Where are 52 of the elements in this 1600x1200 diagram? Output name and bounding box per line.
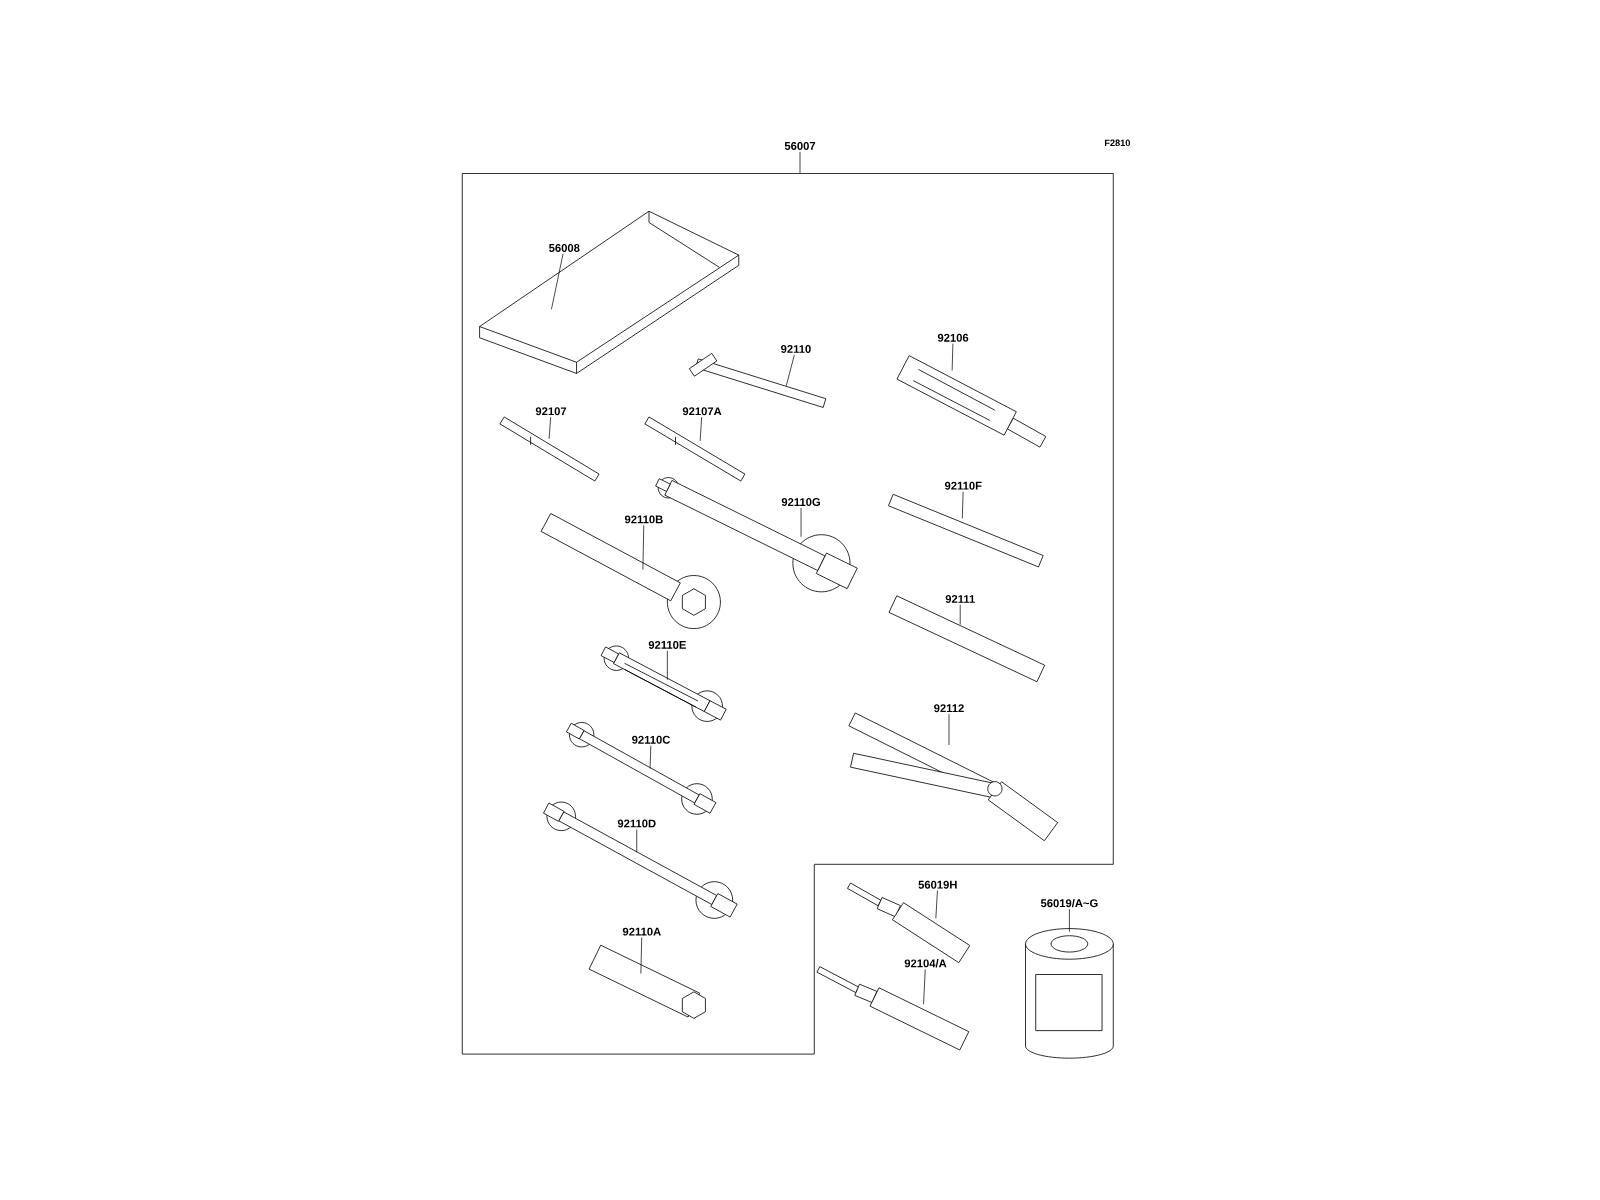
leader-line: [642, 524, 645, 570]
hex-key-drawing: [688, 352, 827, 408]
oil-can-drawing: [1025, 928, 1114, 1059]
leader-line: [699, 416, 703, 442]
callout-number: 92104/A: [904, 959, 947, 968]
socket-drawing: [588, 944, 706, 1019]
frame-outline: [461, 173, 1114, 1055]
leader-line: [649, 745, 652, 769]
callout-number: 92106: [937, 333, 969, 342]
sealant-tube-drawing: [816, 966, 970, 1051]
screwdriver-bit-drawing: [644, 416, 746, 482]
leader-line: [1069, 908, 1070, 933]
callout-number: 56019/A~G: [1040, 898, 1098, 908]
leader-line: [785, 354, 795, 387]
callout-number: 56019H: [918, 880, 957, 889]
callout-number: 92112: [934, 704, 964, 713]
callout-number: 92110E: [648, 640, 686, 649]
callout-number: 92110G: [781, 498, 820, 507]
callout-number: 92110C: [632, 735, 671, 744]
ring-wrench-drawing: [540, 513, 721, 629]
callout-number: 92110D: [617, 819, 656, 828]
callout-number: 92107A: [682, 407, 722, 416]
wrench-drawing: [543, 801, 738, 919]
drawing-code: F2810: [1104, 139, 1130, 147]
leader-line: [923, 969, 926, 1005]
leader-line: [961, 491, 964, 519]
screwdriver-handle-drawing: [896, 355, 1047, 448]
callout-number: 92111: [945, 595, 975, 603]
leader-line: [935, 890, 938, 919]
extension-bar-drawing: [888, 595, 1046, 683]
callout-number: 92107: [535, 407, 567, 416]
tool-pouch-drawing: [479, 210, 740, 374]
screwdriver-bit-drawing: [499, 416, 600, 482]
leader-line: [636, 829, 638, 853]
leader-line: [800, 507, 802, 538]
leader-line: [799, 151, 801, 174]
callout-number: 92110: [781, 345, 811, 353]
leader-line: [959, 604, 961, 625]
leader-line: [948, 713, 950, 746]
callout-number: 92110B: [624, 515, 663, 524]
spoke-wrench-drawing: [888, 493, 1044, 568]
wrench-drawing: [566, 722, 717, 815]
leader-line: [951, 343, 954, 371]
leader-line: [640, 937, 643, 974]
pliers-drawing: [848, 712, 1059, 842]
leader-line: [551, 253, 564, 310]
leader-line: [548, 416, 551, 440]
callout-number: 92110A: [622, 927, 661, 936]
callout-number: 92110F: [944, 481, 982, 490]
callout-number: 56008: [549, 244, 580, 252]
leader-line: [667, 650, 668, 681]
callout-number: 56007: [784, 141, 816, 150]
